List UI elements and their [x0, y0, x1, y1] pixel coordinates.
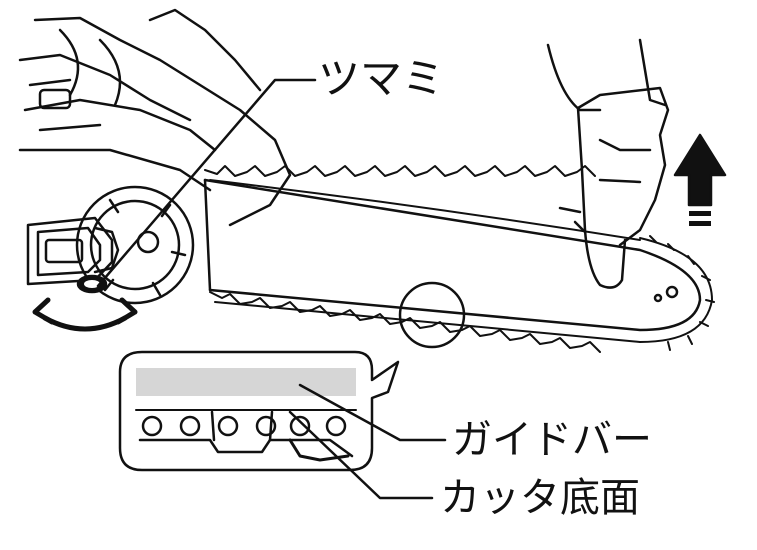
cutter-bottom-label: カッタ底面	[440, 475, 640, 521]
guide-bar-label: ガイドバー	[452, 417, 652, 463]
guide-bar	[203, 178, 702, 332]
up-arrow-icon	[673, 133, 727, 226]
detail-callout	[118, 350, 400, 472]
bar-band	[136, 368, 356, 396]
gloved-hand	[546, 38, 670, 289]
knob-label: ツマミ	[318, 54, 445, 103]
sprocket-cover	[75, 185, 195, 305]
rotate-arrow-icon	[32, 297, 138, 332]
saw-chain	[204, 165, 715, 353]
saw-body	[18, 8, 292, 227]
magnifier-circle	[398, 281, 466, 349]
tension-knob	[26, 216, 120, 294]
leader-lines	[96, 78, 447, 500]
